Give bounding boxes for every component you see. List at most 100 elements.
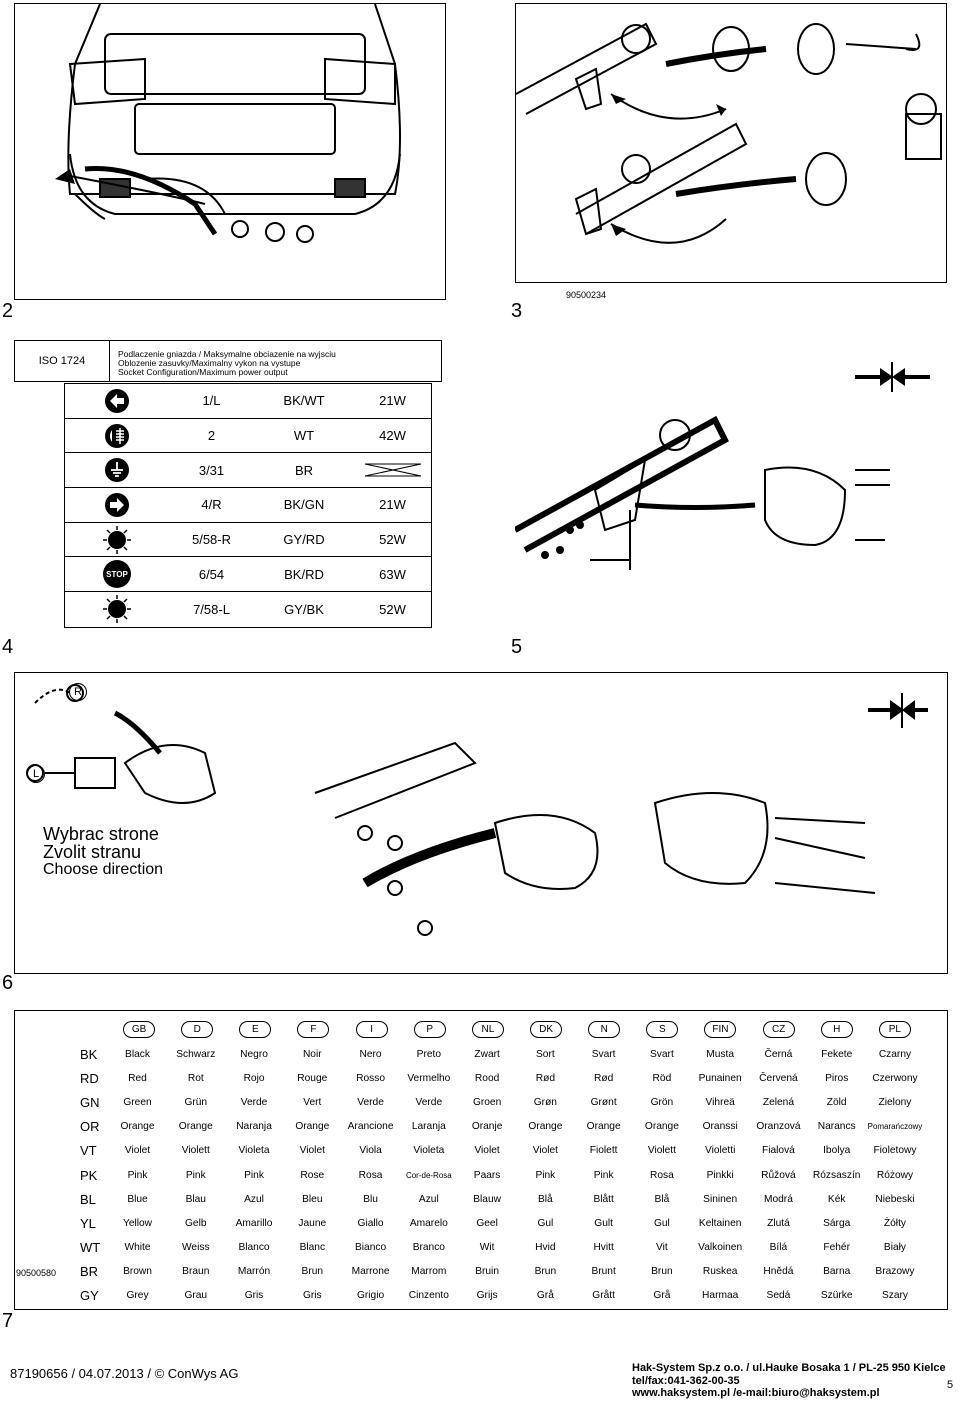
- pin-label: 5/58-R: [191, 532, 232, 548]
- color-name: Biały: [883, 1242, 906, 1254]
- language-code: NL: [471, 1020, 504, 1038]
- color-name: Amarillo: [235, 1217, 273, 1229]
- color-name: Violett: [647, 1145, 676, 1157]
- no-watt-cross: [354, 453, 431, 487]
- pin-watt: 63W: [379, 566, 406, 582]
- fog-light-icon: [65, 419, 169, 453]
- color-name: Pink: [244, 1169, 264, 1181]
- color-name: Giallo: [357, 1217, 384, 1229]
- color-name: Negro: [240, 1048, 268, 1060]
- language-header-cell: PL: [866, 1020, 924, 1038]
- pin-color: GY/BK: [284, 601, 324, 617]
- color-name: Hvitt: [593, 1242, 614, 1254]
- iso-header: ISO 1724 Podlaczenie gniazda / Maksymaln…: [14, 340, 442, 382]
- pin-watt: 52W: [379, 532, 406, 548]
- color-name: Groen: [472, 1096, 502, 1108]
- cable-cut-illustration: [516, 22, 942, 244]
- color-code: WT: [80, 1240, 101, 1256]
- iso-desc-line: Oblozenie zasuvky/Maximalny vykon na vys…: [118, 358, 301, 368]
- color-name: Hnědá: [763, 1266, 794, 1278]
- color-name: Brun: [534, 1266, 557, 1278]
- color-name: Różowy: [876, 1169, 914, 1181]
- color-name: Piros: [825, 1072, 849, 1084]
- color-name: Laranja: [411, 1121, 446, 1133]
- color-name: Fiolett: [589, 1145, 618, 1157]
- pin-watt: 42W: [379, 428, 406, 444]
- pin-watt: 21W: [379, 497, 406, 513]
- color-name: Rød: [594, 1072, 614, 1084]
- color-name: Zelená: [762, 1096, 794, 1108]
- color-name: Rot: [187, 1072, 204, 1084]
- language-header-cell: NL: [459, 1020, 517, 1038]
- color-name: Rose: [300, 1169, 325, 1181]
- pin-color: BK/RD: [284, 566, 324, 582]
- right-turn-arrow-icon: [65, 488, 169, 522]
- color-name: Braun: [182, 1266, 210, 1278]
- color-name: Violett: [181, 1145, 210, 1157]
- step-number-2: 2: [2, 300, 14, 322]
- direction-line-en: Choose direction: [43, 861, 164, 878]
- color-name: Nero: [359, 1048, 382, 1060]
- pin-color: WT: [293, 428, 315, 444]
- doc-code-top: 90500234: [566, 290, 607, 300]
- color-code: BK: [80, 1046, 98, 1062]
- pin-label: 3/31: [198, 462, 225, 478]
- color-name: Růžová: [761, 1169, 796, 1181]
- color-name: Gul: [653, 1217, 670, 1229]
- color-name: Zöld: [826, 1096, 847, 1108]
- color-code: BR: [80, 1264, 99, 1280]
- color-name: Zlutá: [767, 1217, 790, 1229]
- page-number: 5: [947, 1379, 954, 1391]
- color-name: Rouge: [297, 1072, 328, 1084]
- color-name: Sedá: [766, 1290, 791, 1302]
- iso-standard: ISO 1724: [15, 341, 110, 381]
- pin-color: GY/RD: [283, 532, 325, 548]
- color-name: Rød: [535, 1072, 555, 1084]
- color-name: Černá: [764, 1048, 793, 1060]
- color-name: Orange: [528, 1121, 563, 1133]
- color-name: Bianco: [354, 1242, 387, 1254]
- color-name: Violet: [124, 1145, 151, 1157]
- language-code: E: [239, 1020, 272, 1038]
- color-name: Oranzová: [756, 1121, 801, 1133]
- pin-color: BK/GN: [283, 497, 325, 513]
- color-name: Brun: [651, 1266, 673, 1278]
- color-name: Oranssi: [702, 1121, 738, 1133]
- color-name: Red: [128, 1072, 147, 1084]
- color-name: Branco: [412, 1242, 445, 1254]
- color-name: Pink: [127, 1169, 148, 1181]
- language-header-cell: DK: [517, 1020, 575, 1038]
- color-name: Green: [123, 1096, 152, 1108]
- step-3-panel: [515, 3, 947, 283]
- color-name: Arancione: [347, 1121, 394, 1133]
- color-name: Vert: [303, 1096, 322, 1108]
- color-name: Bleu: [302, 1193, 323, 1205]
- color-name: Grey: [126, 1290, 149, 1302]
- color-name: Musta: [706, 1048, 735, 1060]
- footer-left: 87190656 / 04.07.2013 / © ConWys AG: [10, 1366, 239, 1381]
- language-code: H: [820, 1020, 853, 1038]
- pin-watt: 21W: [379, 393, 406, 409]
- color-name: Brazowy: [875, 1266, 915, 1278]
- language-header-cell: CZ: [750, 1020, 808, 1038]
- color-name: Amarelo: [409, 1217, 448, 1229]
- step-7-panel: [14, 1010, 948, 1310]
- color-name: Sort: [536, 1048, 555, 1060]
- color-name: Violeta: [413, 1145, 445, 1157]
- color-name: Verde: [240, 1096, 268, 1108]
- language-header-cell: E: [226, 1020, 284, 1038]
- color-name: Svart: [591, 1048, 616, 1060]
- color-name: Cinzento: [408, 1290, 449, 1302]
- pin-label: 2: [207, 428, 216, 444]
- iso-description: Podlaczenie gniazda / Maksymalne obciaze…: [110, 341, 441, 381]
- color-name: Rosa: [358, 1169, 383, 1181]
- color-name: Orange: [120, 1121, 155, 1133]
- pin-label: 4/R: [201, 497, 222, 513]
- language-header-cell: H: [808, 1020, 866, 1038]
